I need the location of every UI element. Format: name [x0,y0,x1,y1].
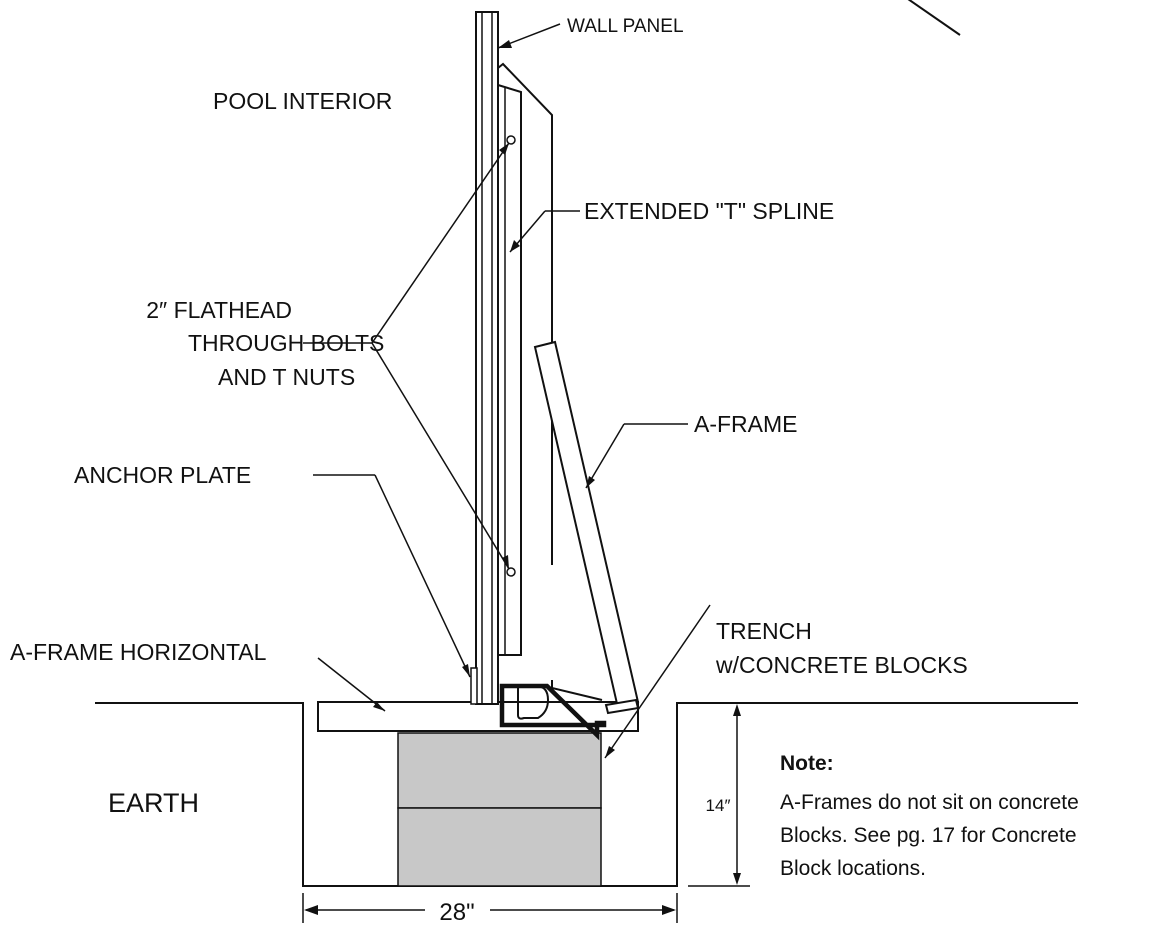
bolts-leader-up [371,142,510,344]
anchor-plate-arrow [462,664,470,677]
note-heading: Note: [780,752,834,775]
note-line3: Block locations. [780,857,926,880]
a-frame-leader-d [585,423,625,489]
a-frame-arrow [586,476,595,488]
earth-label: EARTH [108,788,199,818]
concrete-block-lower [397,807,602,887]
width-dimension [302,893,678,923]
spline-arrow [510,240,520,252]
trench-label-line1: TRENCH [716,618,812,644]
anchor-plate-leader-d [374,474,471,678]
bottom-track [499,683,607,741]
note-line2: Blocks. See pg. 17 for Concrete [780,824,1077,847]
wall-panel [475,11,499,705]
bolts-label-line1: 2″ FLATHEAD [146,297,292,323]
anchor-plate-label: ANCHOR PLATE [74,462,251,488]
width-dimension-label: 28" [439,899,474,926]
anchor-plate [470,667,478,705]
bolts-leader-down [371,342,510,570]
a-frame-horizontal-label: A-FRAME HORIZONTAL [10,639,267,665]
top-flathead-bolt [506,135,516,145]
bolts-arrow-up [499,143,509,155]
top-right-leader-fragment [907,0,961,36]
a-frame-horizontal-arrow [373,702,385,711]
trench-leader [604,604,711,759]
a-frame-diagonal [533,340,640,715]
bolts-arrow-down [502,555,509,569]
trench-arrow [605,746,615,758]
depth-dimension-label: 14″ [706,796,731,815]
pool-interior-label: POOL INTERIOR [213,88,392,114]
wall-panel-label: WALL PANEL [567,16,684,37]
bolts-label-line2: THROUGH BOLTS [188,330,384,356]
bolts-label-line3: AND T NUTS [218,364,355,390]
concrete-block-upper [397,732,602,809]
a-frame-horizontal-leader [317,657,386,712]
trench-label-line2: w/CONCRETE BLOCKS [715,652,968,678]
note-line1: A-Frames do not sit on concrete [780,791,1079,814]
wall-panel-arrow [498,40,512,48]
a-frame-label: A-FRAME [694,411,798,437]
depth-dimension [688,702,750,887]
extended-spline-label: EXTENDED "T" SPLINE [584,198,834,224]
bottom-flathead-bolt [506,567,516,577]
